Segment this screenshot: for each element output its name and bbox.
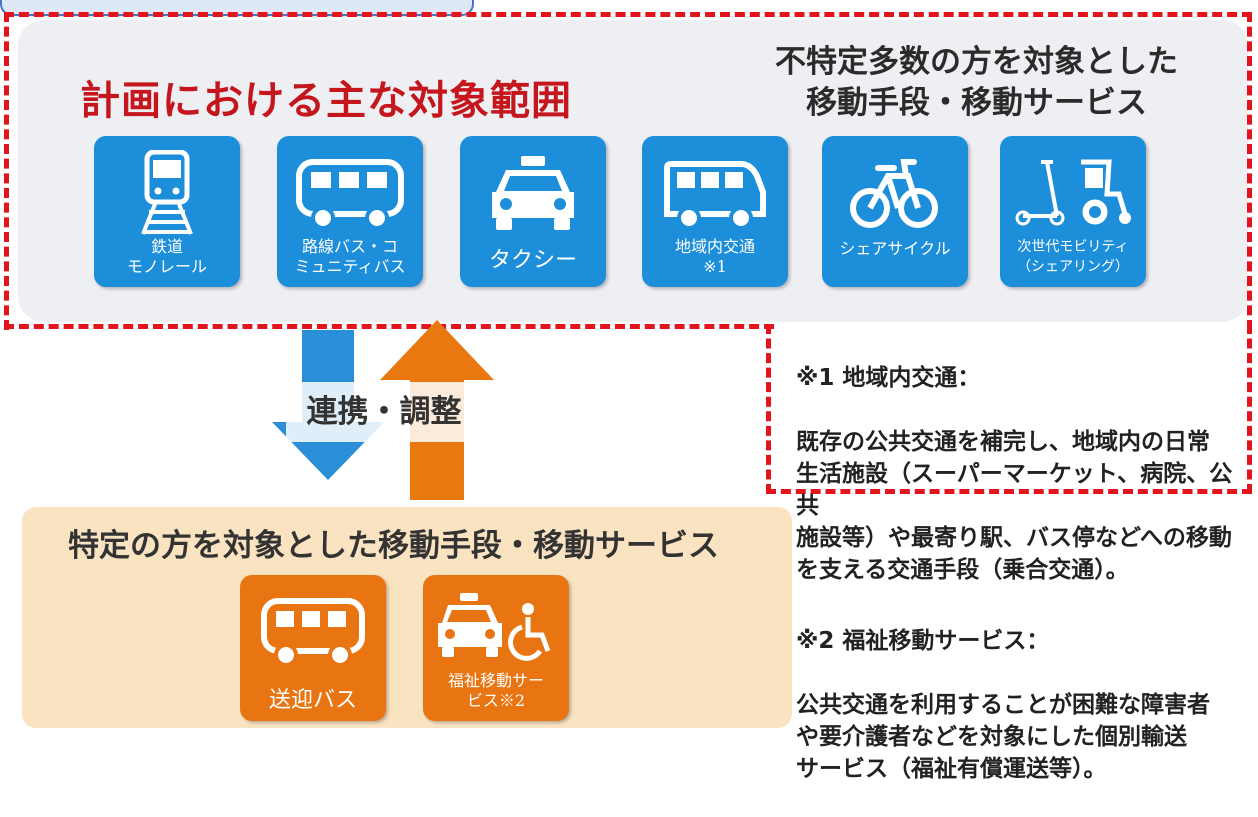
van-icon	[664, 161, 766, 230]
tile-label-shuttle-bus: 送迎バス	[268, 688, 357, 713]
tile-label-local-transport: 地域内交通 ※1	[674, 237, 755, 276]
plan-scope-title: 計画における主な対象範囲	[80, 78, 572, 124]
bus-icon	[296, 159, 404, 230]
bicycle-icon	[850, 159, 938, 228]
scooter-wheelchair-icon	[1015, 159, 1131, 228]
tile-local-transport: 地域内交通 ※1	[642, 136, 788, 287]
coordination-label: 連携・調整	[286, 382, 482, 442]
note2-title: ※2 福祉移動サービス：	[796, 628, 1050, 654]
note1-title: ※1 地域内交通：	[796, 365, 981, 391]
tile-next-gen-mobility: 次世代モビリティ （シェアリング）	[1000, 136, 1146, 287]
tile-railway: 鉄道 モノレール	[94, 136, 240, 287]
public-title-line2: 移動手段・移動サービス	[806, 85, 1147, 121]
tile-label-share-cycle: シェアサイクル	[839, 239, 951, 258]
public-title-line1: 不特定多数の方を対象とした	[775, 44, 1178, 80]
plan-scope-frame-note-extension	[766, 324, 1252, 494]
taxi-wheelchair-icon	[438, 593, 551, 661]
shuttle-bus-icon	[261, 598, 365, 667]
tile-shuttle-bus: 送迎バス	[240, 575, 386, 721]
tile-label-welfare-transport: 福祉移動サー ビス※2	[447, 671, 544, 710]
tile-label-route-bus: 路線バス・コ ミュニティバス	[294, 237, 406, 276]
note1-body: 既存の公共交通を補完し、地域内の日常 生活施設（スーパーマーケット、病院、公共 …	[796, 429, 1233, 583]
tile-taxi: タクシー	[460, 136, 606, 287]
plan-scope-frame	[4, 12, 1252, 330]
plan-scope-frame-bottom	[4, 324, 774, 329]
train-icon	[141, 150, 193, 235]
tile-label-taxi: タクシー	[488, 248, 577, 273]
tile-share-cycle: シェアサイクル	[822, 136, 968, 287]
taxi-icon	[492, 156, 574, 230]
tile-welfare-transport: 福祉移動サー ビス※2	[423, 575, 569, 721]
note2-body: 公共交通を利用することが困難な障害者 や要介護者などを対象にした個別輸送 サービ…	[796, 692, 1210, 782]
tile-label-next-gen-mobility: 次世代モビリティ （シェアリング）	[1017, 239, 1129, 275]
tile-route-bus: 路線バス・コ ミュニティバス	[277, 136, 423, 287]
tile-label-railway: 鉄道 モノレール	[126, 237, 207, 276]
public-services-title: 不特定多数の方を対象とした 移動手段・移動サービス	[775, 42, 1178, 124]
specific-services-title: 特定の方を対象とした移動手段・移動サービス	[68, 528, 719, 564]
note-local-transport: ※1 地域内交通： 既存の公共交通を補完し、地域内の日常 生活施設（スーパーマー…	[796, 330, 1241, 618]
specific-services-panel	[22, 507, 792, 728]
note-welfare-transport: ※2 福祉移動サービス： 公共交通を利用することが困難な障害者 や要介護者などを…	[796, 593, 1241, 817]
